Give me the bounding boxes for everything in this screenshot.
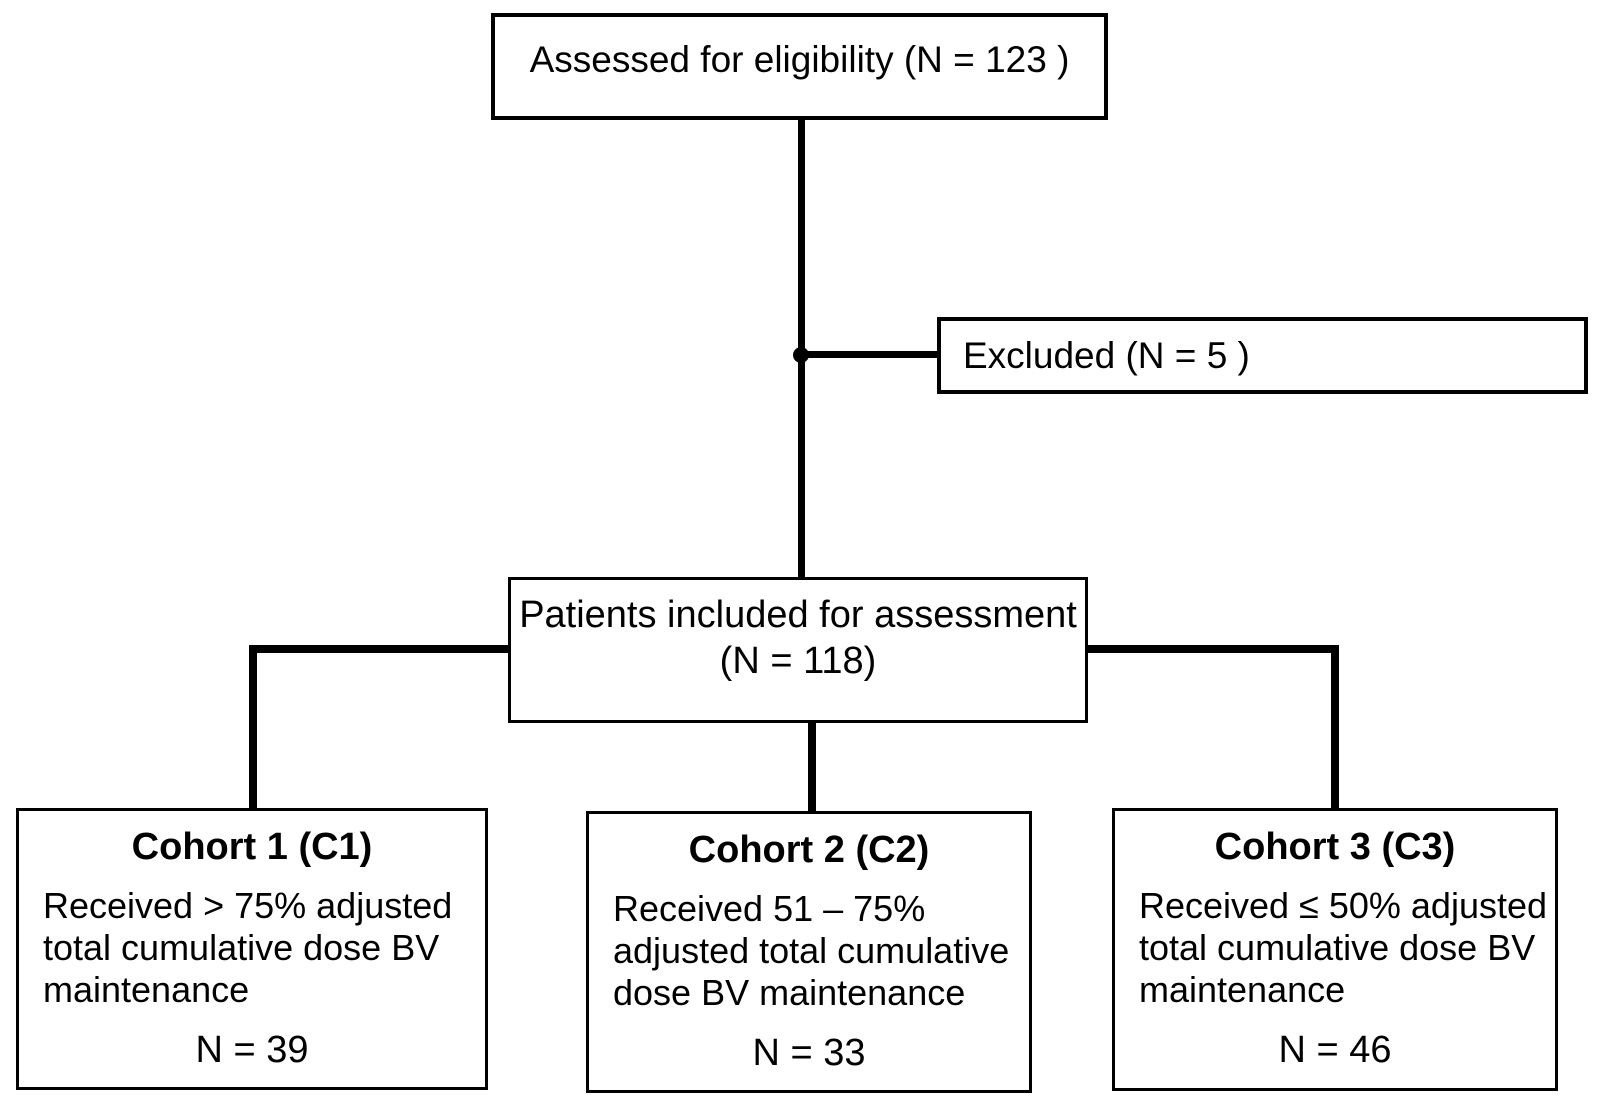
cohort-1-box: Cohort 1 (C1) Received > 75% adjusted to… <box>16 808 488 1090</box>
branch-right-vertical <box>1331 645 1339 811</box>
branch-left-horizontal <box>249 645 511 653</box>
cohort-1-title: Cohort 1 (C1) <box>131 826 373 868</box>
cohort-2-box: Cohort 2 (C2) Received 51 – 75% adjusted… <box>586 811 1032 1093</box>
cohort-2-description: Received 51 – 75% adjusted total cumulat… <box>613 888 1010 1013</box>
branch-left-vertical <box>249 645 257 811</box>
cohort-3-box: Cohort 3 (C3) Received ≤ 50% adjusted to… <box>1112 808 1558 1091</box>
assessed-eligibility-label: Assessed for eligibility (N = 123 ) <box>529 39 1070 80</box>
excluded-box: Excluded (N = 5 ) <box>937 317 1588 394</box>
connector-to-excluded <box>801 351 939 358</box>
cohort-1-description: Received > 75% adjusted total cumulative… <box>43 885 453 1010</box>
cohort-3-n-count: N = 46 <box>1278 1029 1392 1071</box>
excluded-label: Excluded (N = 5 ) <box>963 334 1250 376</box>
assessed-eligibility-box: Assessed for eligibility (N = 123 ) <box>491 13 1108 120</box>
cohort-2-n-count: N = 33 <box>752 1032 866 1074</box>
cohort-2-title: Cohort 2 (C2) <box>688 829 930 871</box>
included-label-line1: Patients included for assessment <box>519 594 1077 636</box>
included-for-assessment-box: Patients included for assessment (N = 11… <box>508 577 1088 723</box>
cohort-1-n-count: N = 39 <box>195 1029 309 1071</box>
cohort-3-description: Received ≤ 50% adjusted total cumulative… <box>1139 885 1548 1010</box>
cohort-3-title: Cohort 3 (C3) <box>1214 826 1456 868</box>
included-label-line2: (N = 118) <box>719 640 877 682</box>
branch-center-vertical <box>808 720 816 814</box>
branch-right-horizontal <box>1085 645 1339 653</box>
